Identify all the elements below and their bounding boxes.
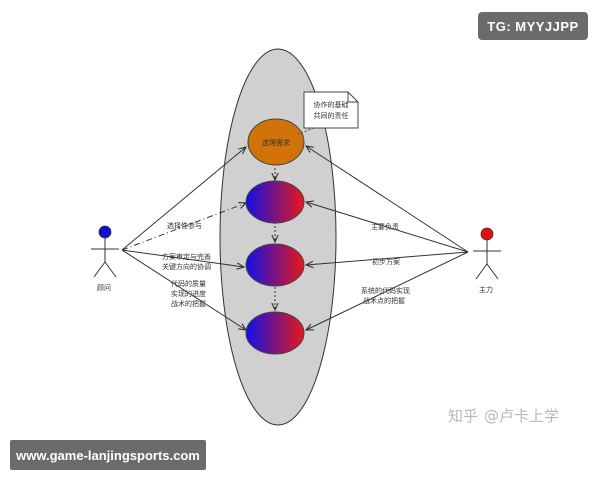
assoc-left-requirements: [121, 147, 246, 251]
left-actor-head: [98, 225, 112, 239]
label-left-1: 选择性参与: [167, 221, 202, 230]
tg-watermark: TG: MYYJJPP: [478, 12, 588, 40]
url-watermark: www.game-lanjingsports.com: [10, 440, 206, 470]
assoc-right-usecase-4: [306, 251, 469, 330]
note-line-2: 共同的责任: [314, 111, 349, 120]
assoc-left-usecase-2: [121, 203, 246, 251]
label-right-3-line-1: 系统的代码实现: [361, 286, 410, 295]
right-actor-head: [480, 227, 494, 241]
zhihu-watermark: 知乎 @卢卡上学: [448, 404, 593, 426]
usecase-requirements-label: 选理需求: [262, 138, 290, 147]
assoc-right-usecase-2: [306, 202, 469, 253]
assoc-left-usecase-3: [121, 249, 244, 267]
left-actor-name: 顾问: [97, 284, 111, 292]
usecase-requirements[interactable]: [247, 118, 305, 166]
label-left-2-line-1: 方案审定与完善: [162, 252, 211, 261]
label-left-3-line-3: 战术的把握: [171, 299, 206, 308]
zhihu-user: @卢卡上学: [484, 406, 560, 425]
note-box: 协作的基础 共同的责任: [297, 91, 359, 135]
assoc-right-usecase-3: [306, 251, 469, 265]
right-actor-name: 主力: [479, 285, 493, 294]
right-actor[interactable]: [473, 227, 501, 280]
usecase-4[interactable]: [245, 311, 305, 355]
label-left-2-line-2: 关键方向的协调: [162, 262, 211, 271]
usecase-3[interactable]: [245, 243, 305, 287]
left-actor[interactable]: [91, 225, 119, 278]
label-left-3-line-1: 代码的质量: [171, 279, 206, 288]
assoc-right-requirements: [306, 146, 469, 253]
note-line-1: 协作的基础: [314, 100, 349, 109]
label-right-1: 主要负责: [371, 222, 399, 231]
label-right-3-line-2: 战术点的把握: [363, 296, 405, 305]
usecase-2[interactable]: [245, 180, 305, 224]
label-left-3-line-2: 实现的进度: [171, 289, 206, 298]
assoc-left-usecase-4: [121, 249, 246, 330]
zhihu-brand: 知乎: [448, 406, 479, 425]
label-right-2: 初步方案: [372, 257, 400, 266]
